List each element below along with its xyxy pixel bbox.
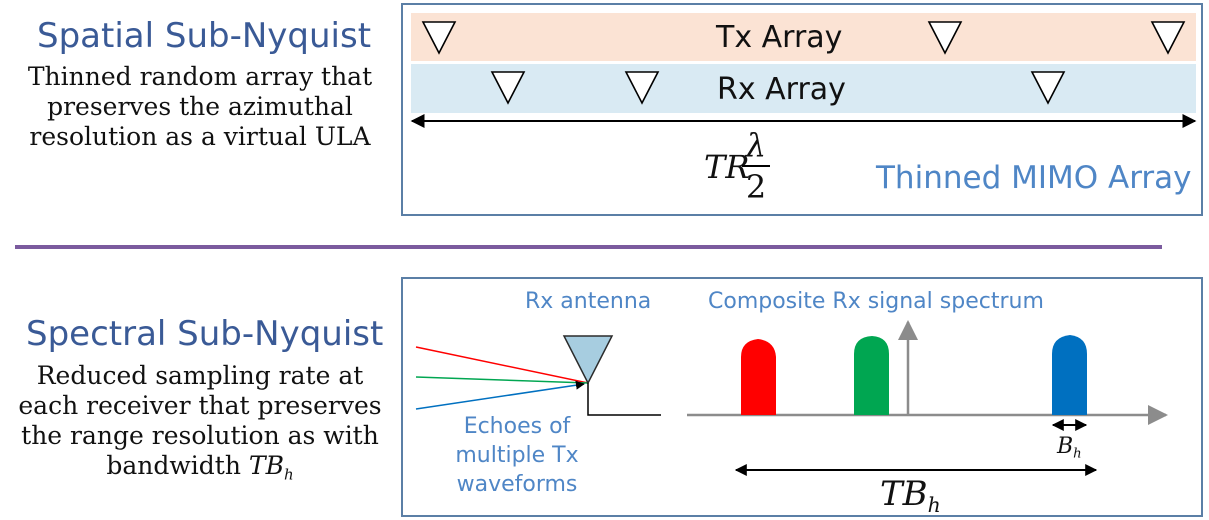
spectral-description-line: Reduced sampling rate at (36, 361, 364, 390)
tbh-label: TBh (880, 474, 941, 517)
thinned-mimo-array-title: Thinned MIMO Array (876, 160, 1192, 196)
spatial-description-line: resolution as a virtual ULA (29, 122, 371, 151)
echoes-label-line: waveforms (456, 472, 578, 497)
rx-element-triangle (490, 71, 526, 105)
rx-antenna-icon (562, 335, 614, 385)
spectral-description-line: the range resolution as with (21, 421, 379, 450)
tbh-inline-main: TB (248, 451, 284, 480)
bh-label-sub: h (1073, 446, 1082, 462)
aperture-fraction-bar (742, 165, 770, 167)
echo-ray-blue (415, 380, 585, 410)
tx-array-label: Tx Array (716, 20, 843, 55)
tx-element-triangle (1150, 21, 1186, 55)
rx-antenna-label: Rx antenna (525, 289, 652, 314)
spatial-description-line: Thinned random array that (27, 62, 373, 91)
rx-antenna-feed (587, 383, 661, 416)
bh-label: Bh (1057, 434, 1082, 462)
rx-element-triangle (624, 71, 660, 105)
spectral-heading: Spectral Sub-Nyquist (26, 314, 384, 354)
aperture-fraction-numerator: λ (745, 126, 767, 164)
tbh-label-main: TB (880, 474, 928, 514)
composite-spectrum-label: Composite Rx signal spectrum (708, 289, 1044, 314)
spectral-description-line: each receiver that preserves (18, 391, 382, 420)
tx-element-triangle (421, 21, 457, 55)
echo-ray-red (415, 346, 589, 384)
spectrum-pulse-green (854, 336, 889, 415)
aperture-fraction-denominator: 2 (745, 168, 767, 206)
echoes-label: Echoes of multiple Tx waveforms (432, 412, 602, 499)
spectral-description: Reduced sampling rate at each receiver t… (5, 361, 395, 489)
aperture-label-tr: TR (704, 148, 750, 186)
spectral-description-line-last: bandwidth TBh (5, 451, 395, 489)
echo-ray-green (415, 376, 589, 384)
rx-array-band (411, 64, 1196, 113)
spectrum-pulse-red (741, 339, 776, 415)
spectral-panel (401, 277, 1203, 517)
rx-element-triangle (1030, 71, 1066, 105)
echoes-label-line: multiple Tx (455, 443, 579, 468)
spatial-description-line: preserves the azimuthal (47, 92, 353, 121)
spectrum-pulse-blue (1052, 335, 1087, 415)
spatial-heading: Spatial Sub-Nyquist (37, 16, 372, 56)
tx-array-band (411, 13, 1196, 61)
bh-label-main: B (1057, 434, 1074, 459)
echoes-label-line: Echoes of (463, 414, 571, 439)
tx-element-triangle (927, 21, 963, 55)
tbh-label-sub: h (927, 493, 941, 518)
tbh-inline-sub: h (283, 465, 294, 484)
spatial-description: Thinned random array that preserves the … (15, 62, 385, 152)
spectral-description-line: bandwidth (106, 451, 241, 480)
tbh-inline-math: TBh (248, 451, 294, 484)
rx-array-label: Rx Array (717, 72, 846, 107)
